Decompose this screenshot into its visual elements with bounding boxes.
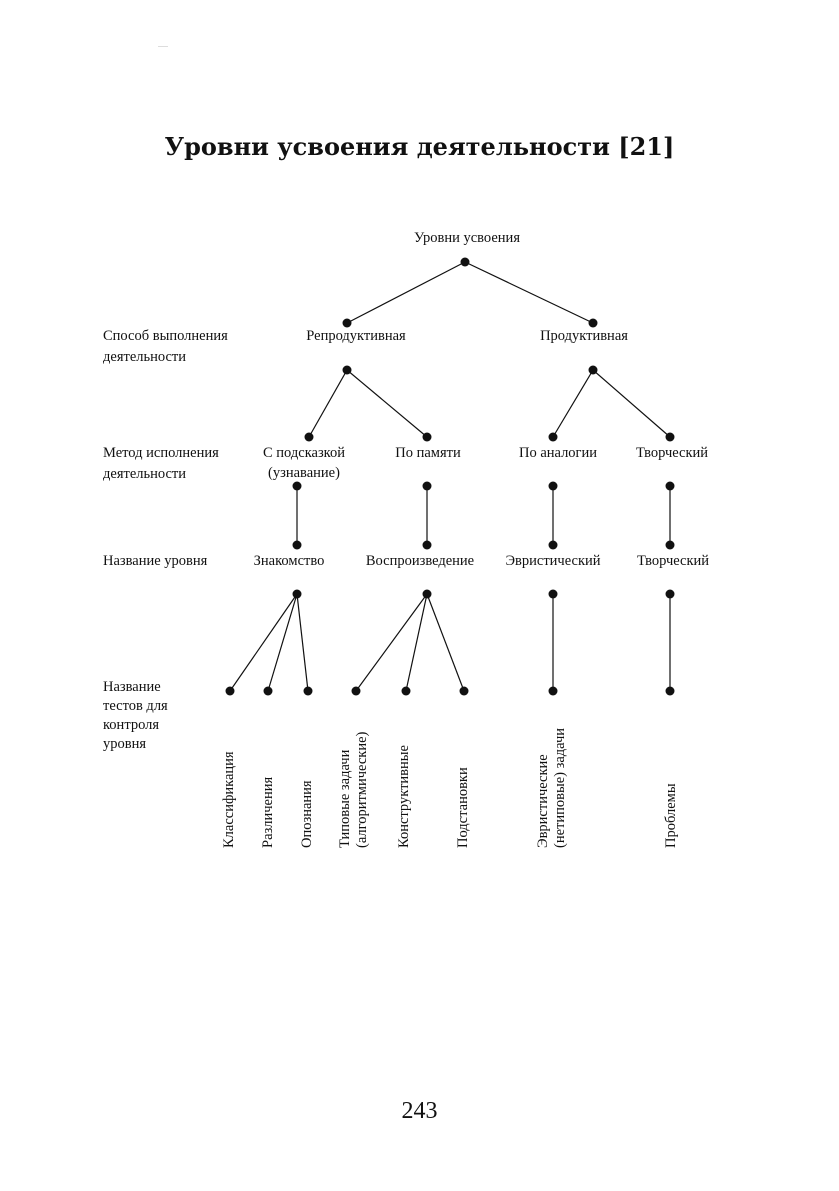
test-recognition-text: Опознания [299,780,315,848]
row-label-way: Способ выполнения деятельности [103,326,228,368]
node-label-creative-method: Творческий [635,445,709,461]
test-heuristic-line1: Эвристические [535,754,551,848]
node-label-memory: По памяти [395,445,461,461]
node-label-heuristic: Эвристический [505,553,601,569]
node-dot-productive [588,318,598,328]
node-dot-reproductive [342,318,352,328]
node-label-familiarity: Знакомство [253,553,325,569]
node-label-analogy: По аналогии [518,445,598,461]
node-dot-memory-lower [422,481,432,491]
node-dot-analogy [548,432,558,442]
node-dot-creative-method [665,432,675,442]
test-constructive-text: Конструктивные [396,745,412,848]
test-label-distinction: Различения [260,777,277,848]
node-dot-heuristic-tests [548,686,558,696]
node-dot-classification [225,686,235,696]
tree-nodes [225,257,675,696]
edge-root-productive [464,261,594,324]
node-dot-hint [304,432,314,442]
node-dot-substitution [459,686,469,696]
node-label-productive: Продуктивная [540,328,628,344]
node-label-reproduction: Воспроизведение [365,553,475,569]
node-label-reproductive: Репродуктивная [306,328,406,344]
node-dot-distinction [263,686,273,696]
node-dot-recognition [303,686,313,696]
node-label-hint-line2: (узнавание) [268,465,340,481]
node-dot-problems [665,686,675,696]
node-dot-reproductive-branch [342,365,352,375]
test-label-substitution: Подстановки [455,767,472,848]
node-dot-creative-method-lower [665,481,675,491]
edge-root-reproductive [346,261,466,324]
test-problems-text: Проблемы [663,783,679,848]
edge-reproduction-typical [355,593,428,692]
test-label-typical: Типовые задачи (алгоритмические) [337,732,371,848]
edge-familiarity-distinction [267,593,298,692]
node-dot-heuristic-lower [548,589,558,599]
tree-edges [229,261,671,692]
node-dot-constructive [401,686,411,696]
test-label-problems: Проблемы [663,783,680,848]
edge-familiarity-classification [229,593,298,692]
node-dot-heuristic [548,540,558,550]
test-classification-text: Классификация [221,751,237,848]
row-label-level-line1: Название уровня [103,553,208,569]
row-label-tests-line2: тестов для [103,698,168,714]
edge-reproductive-memory [346,369,428,438]
node-label-hint: С подсказкой (узнавание) [263,443,345,483]
node-dot-analogy-lower [548,481,558,491]
row-label-level: Название уровня [103,551,207,572]
scan-smudge [158,46,168,47]
node-dot-memory [422,432,432,442]
test-distinction-text: Различения [260,776,276,848]
edge-reproduction-substitution [426,593,465,692]
test-substitution-text: Подстановки [455,767,471,848]
test-label-classification: Классификация [221,751,238,848]
node-dot-creative-level-lower [665,589,675,599]
node-label-creative-level: Творческий [636,553,710,569]
row-label-method-line1: Метод исполнения [103,445,219,461]
node-dot-reproduction-lower [422,589,432,599]
row-label-tests-line3: контроля [103,717,160,733]
row-label-method: Метод исполнения деятельности [103,443,219,485]
node-dot-familiarity [292,540,302,550]
row-label-tests-line1: Название [103,679,161,695]
node-dot-typical [351,686,361,696]
test-heuristic-line2: (нетиповые) задачи [552,727,568,848]
edge-productive-analogy [552,369,594,438]
edge-productive-creative [592,369,671,438]
test-label-heuristic: Эвристические (нетиповые) задачи [535,728,569,848]
test-typical-line2: (алгоритмические) [354,731,370,848]
test-label-recognition: Опознания [299,780,316,848]
edge-reproduction-constructive [405,593,428,692]
node-dot-hint-lower [292,481,302,491]
page-title: Уровни усвоения деятельности [21] [164,132,675,161]
node-dot-productive-branch [588,365,598,375]
row-label-tests: Название тестов для контроля уровня [103,678,168,754]
node-label-hint-line1: С подсказкой [262,445,346,461]
node-dot-root [460,257,470,267]
node-dot-reproduction [422,540,432,550]
edge-reproductive-hint [308,369,348,438]
row-label-way-line1: Способ выполнения [103,328,228,344]
node-label-root: Уровни усвоения [414,230,520,246]
row-label-way-line2: деятельности [103,349,187,365]
test-typical-line1: Типовые задачи [337,749,353,848]
test-label-constructive: Конструктивные [396,745,413,848]
node-dot-creative-level [665,540,675,550]
page-number: 243 [401,1098,438,1124]
edge-familiarity-recognition [296,593,309,692]
row-label-method-line2: деятельности [103,466,187,482]
row-label-tests-line4: уровня [103,736,147,752]
node-dot-familiarity-lower [292,589,302,599]
